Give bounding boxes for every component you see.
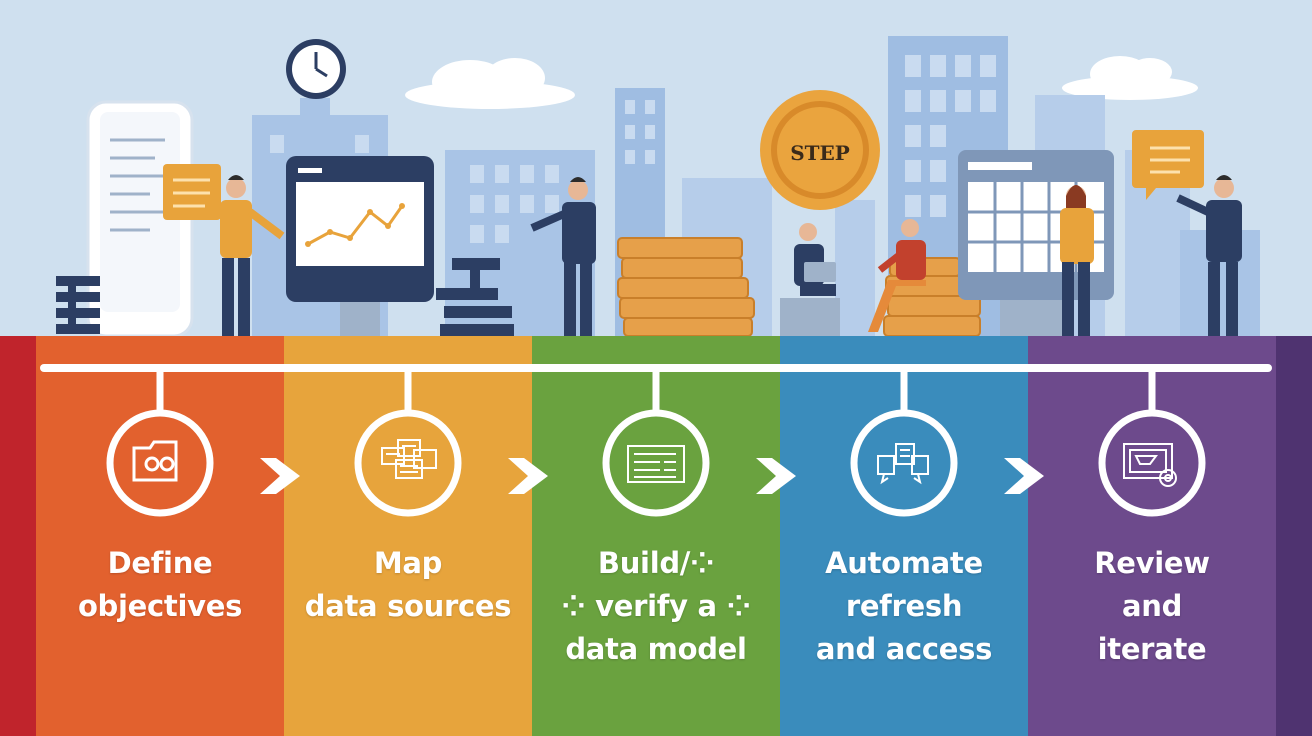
band-edge-right (1276, 336, 1312, 736)
cloud-left (405, 58, 575, 109)
phone-document-icon (86, 100, 194, 338)
step-3-marker (602, 368, 710, 517)
person-presenter-left (220, 175, 285, 336)
step-title-line: refresh (845, 589, 963, 623)
step-title-line: Map (373, 546, 443, 580)
arrow-right-icon (508, 458, 548, 494)
step-title-line: data sources (304, 589, 512, 623)
checklist-note-icon (163, 164, 221, 220)
band-edge-left (0, 336, 36, 736)
step-title-line: Automate (825, 546, 983, 580)
step-5-marker (1098, 368, 1206, 517)
step-medal-label: STEP (790, 141, 850, 165)
clock-icon (286, 39, 346, 99)
step-title-4: Automate refresh and access (780, 542, 1028, 671)
person-pointing-right (1176, 175, 1242, 336)
arrow-right-icon (756, 458, 796, 494)
person-standing-center (530, 177, 596, 336)
step-title-5: Review and iterate (1028, 542, 1276, 671)
step-title-line: ⁘ verify a ⁘ (561, 589, 751, 623)
coin-stacks (617, 237, 981, 337)
monitor-line-chart-icon (286, 156, 434, 336)
city-scene-illustration: STEP (0, 0, 1312, 340)
step-title-1: Define objectives (36, 542, 284, 628)
cloud-right (1062, 56, 1198, 100)
speech-bubble-checklist-icon (1132, 130, 1204, 200)
person-woman-standing (1060, 185, 1094, 336)
data-table-icon (627, 445, 685, 483)
step-1-marker (106, 368, 214, 517)
arrow-right-icon (260, 458, 300, 494)
step-4-marker (850, 368, 958, 517)
step-title-line: Define (107, 546, 213, 580)
step-2-marker (354, 368, 462, 517)
step-title-line: objectives (77, 589, 243, 623)
review-gear-icon (1123, 443, 1177, 487)
person-with-laptop (780, 223, 840, 336)
step-title-3: Build/⁘ ⁘ verify a ⁘ data model (532, 542, 780, 671)
step-title-line: Build/⁘ (597, 546, 715, 580)
block-stack-middle (436, 258, 514, 336)
person-seated-red (868, 219, 926, 332)
block-stack-left (56, 276, 100, 334)
step-title-line: and access (815, 632, 993, 666)
folder-icon (132, 440, 178, 482)
step-title-line: data model (565, 632, 747, 666)
documents-icon (381, 439, 437, 479)
step-medal: STEP (760, 90, 880, 210)
step-title-2: Map data sources (284, 542, 532, 628)
refresh-docs-icon (877, 443, 929, 485)
step-title-line: Review (1094, 546, 1210, 580)
step-title-line: and (1121, 589, 1183, 623)
timeline-graphics (40, 364, 1272, 517)
arrow-right-icon (1004, 458, 1044, 494)
step-title-line: iterate (1097, 632, 1207, 666)
building-windows (270, 55, 996, 243)
